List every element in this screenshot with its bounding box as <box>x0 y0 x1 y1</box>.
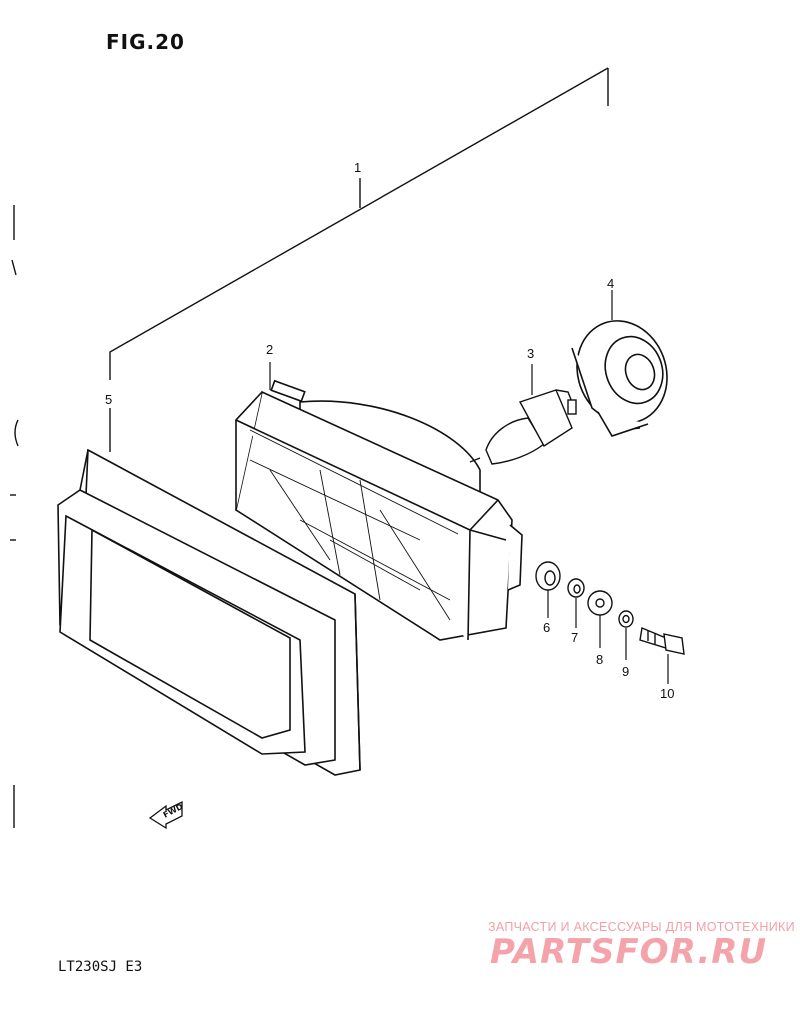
callout-3: 3 <box>527 346 534 361</box>
watermark-tagline: ЗАПЧАСТИ И АКСЕССУАРЫ ДЛЯ МОТОТЕХНИКИ <box>488 920 795 934</box>
callout-4: 4 <box>607 276 614 291</box>
fwd-arrow-icon: FWD <box>148 800 185 830</box>
part-4-dust-cover <box>571 320 668 437</box>
part-2-headlight-housing <box>235 379 523 641</box>
callout-2: 2 <box>266 342 273 357</box>
part-3-bulb <box>469 389 577 465</box>
figure-title: FIG.20 <box>106 30 185 54</box>
callout-8: 8 <box>596 652 603 667</box>
callout-9: 9 <box>622 664 629 679</box>
part-6-grommet <box>535 561 561 591</box>
callout-6: 6 <box>543 620 550 635</box>
part-8-washer <box>587 590 613 616</box>
callout-1-bracket <box>109 67 609 452</box>
callout-5: 5 <box>105 392 112 407</box>
callout-leaders <box>269 290 669 684</box>
model-code: LT230SJ E3 <box>58 959 143 975</box>
part-9-lock-washer <box>618 610 634 628</box>
part-5-lens-rim <box>57 448 361 776</box>
watermark-brand: PARTSFOR.RU <box>490 932 768 972</box>
callout-1: 1 <box>354 160 361 175</box>
part-10-bolt <box>639 627 685 655</box>
part-7-collar <box>567 578 585 598</box>
callout-7: 7 <box>571 630 578 645</box>
scan-edge-marks <box>10 205 19 828</box>
callout-10: 10 <box>660 686 674 701</box>
